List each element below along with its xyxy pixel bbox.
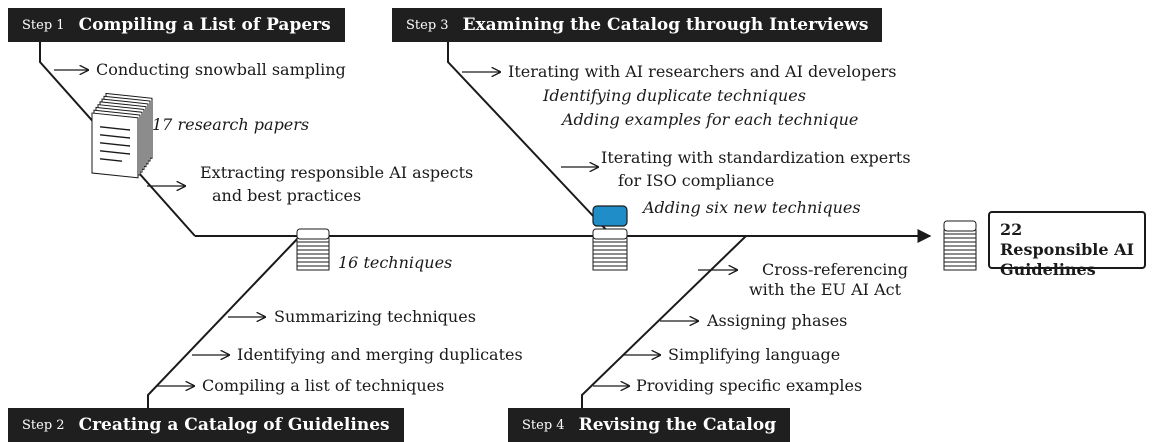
final-stack-icon (943, 220, 977, 271)
iterating-std-label-line1: Iterating with standardization experts (601, 148, 911, 167)
step2-number: Step 2 (22, 417, 65, 433)
step2-title: Creating a Catalog of Guidelines (78, 415, 390, 435)
summarizing-label: Summarizing techniques (274, 307, 476, 326)
updated-stack-icon (592, 205, 628, 271)
extract-label-line2: and best practices (212, 186, 362, 205)
step1-title: Compiling a List of Papers (78, 15, 331, 35)
step2-box: Step 2 Creating a Catalog of Guidelines (8, 408, 404, 442)
result-box: 22 Responsible AI Guidelines (988, 211, 1146, 279)
result-line2: Guidelines (1000, 260, 1096, 279)
compiling-label: Compiling a list of techniques (202, 376, 445, 395)
assigning-label: Assigning phases (707, 311, 848, 330)
identifying-duplicates-label: Identifying duplicate techniques (543, 86, 806, 105)
snowball-label: Conducting snowball sampling (96, 60, 346, 79)
iterating-ai-label: Iterating with AI researchers and AI dev… (508, 62, 897, 81)
step1-box: Step 1 Compiling a List of Papers (8, 8, 345, 42)
adding-six-label: Adding six new techniques (643, 198, 861, 217)
step4-box: Step 4 Revising the Catalog (508, 408, 791, 442)
adding-examples-label: Adding examples for each technique (562, 110, 859, 129)
step3-number: Step 3 (406, 17, 449, 33)
step4-title: Revising the Catalog (578, 415, 777, 435)
identifying-label: Identifying and merging duplicates (237, 345, 523, 364)
cross-referencing-label-line1: Cross-referencing (762, 260, 908, 279)
techniques-stack-icon (296, 228, 330, 271)
cross-referencing-label-line2: with the EU AI Act (748, 280, 902, 299)
branch-step1 (39, 42, 196, 237)
providing-label: Providing specific examples (636, 376, 863, 395)
step1-number: Step 1 (22, 17, 65, 33)
paper-stack-icon (91, 92, 153, 179)
new-techniques-highlight (592, 205, 628, 227)
step3-title: Examining the Catalog through Interviews (462, 15, 869, 35)
techniques-count-label: 16 techniques (338, 253, 453, 272)
step3-box: Step 3 Examining the Catalog through Int… (392, 8, 883, 42)
extract-label-line1: Extracting responsible AI aspects (200, 163, 474, 182)
branch-step3 (447, 42, 613, 237)
iterating-std-label-line2: for ISO compliance (618, 171, 775, 190)
papers-count-label: 17 research papers (152, 115, 310, 134)
simplifying-label: Simplifying language (668, 345, 841, 364)
step4-number: Step 4 (522, 417, 565, 433)
result-line1: 22 Responsible AI (1000, 220, 1134, 259)
